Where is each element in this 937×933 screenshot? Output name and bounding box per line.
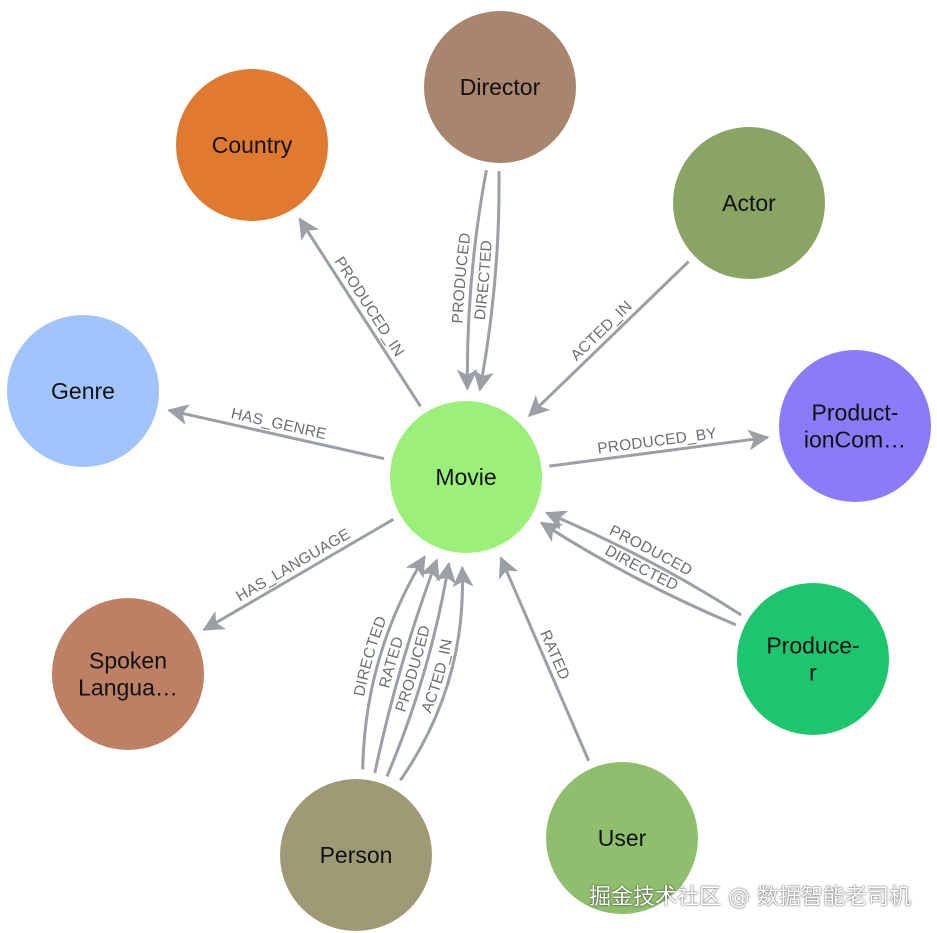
- node-circle[interactable]: [7, 315, 159, 467]
- node-circle[interactable]: [737, 583, 889, 735]
- edge-line: [498, 556, 591, 762]
- edge-actor-acted-in-movie: ACTED_IN: [527, 260, 690, 418]
- edge-label-text: HAS_LANGUAGE: [233, 526, 353, 606]
- node-label: Movie: [435, 464, 496, 490]
- node-label: Langua…: [78, 675, 178, 701]
- edge-line: [373, 558, 440, 774]
- edge-label: PRODUCED_IN: [331, 254, 408, 360]
- node-prodco[interactable]: Product-ionCom…: [779, 350, 931, 502]
- nodes-layer: MovieDirectorCountryActorGenreProduct-io…: [7, 11, 931, 931]
- node-label: Person: [320, 842, 393, 868]
- edge-line: [539, 521, 737, 627]
- edge-line: [456, 169, 488, 391]
- node-circle[interactable]: [673, 127, 825, 279]
- node-circle[interactable]: [546, 762, 698, 914]
- edge-director-directed-movie: DIRECTED: [472, 171, 501, 392]
- edge-line: [544, 510, 743, 617]
- node-circle[interactable]: [176, 69, 328, 221]
- node-circle[interactable]: [779, 350, 931, 502]
- node-label: Director: [460, 74, 541, 100]
- node-label: Produce-: [766, 633, 859, 659]
- node-label: Spoken: [89, 648, 167, 674]
- edge-label: DIRECTED: [472, 240, 496, 321]
- node-label: Actor: [722, 190, 776, 216]
- edge-label-text: PRODUCED_IN: [331, 254, 407, 360]
- edge-label: HAS_LANGUAGE: [233, 526, 353, 606]
- edge-line: [202, 518, 395, 631]
- edge-movie-has-genre-genre: HAS_GENRE: [167, 404, 385, 461]
- node-spoken[interactable]: SpokenLangua…: [52, 598, 204, 750]
- node-label: Product-: [812, 400, 899, 426]
- edge-user-rated-movie: RATED: [498, 556, 591, 762]
- edge-movie-produced-in-country: PRODUCED_IN: [298, 217, 422, 408]
- node-label: Country: [212, 132, 293, 158]
- node-movie[interactable]: Movie: [390, 401, 542, 553]
- edge-movie-has-language-spoken: HAS_LANGUAGE: [202, 518, 395, 631]
- node-genre[interactable]: Genre: [7, 315, 159, 467]
- node-label: Genre: [51, 378, 115, 404]
- edge-movie-produced-by-prodco: PRODUCED_BY: [549, 425, 770, 468]
- node-director[interactable]: Director: [424, 11, 576, 163]
- node-actor[interactable]: Actor: [673, 127, 825, 279]
- edge-label-text: DIRECTED: [472, 240, 496, 321]
- node-person[interactable]: Person: [280, 779, 432, 931]
- edge-line: [399, 565, 474, 782]
- node-circle[interactable]: [424, 11, 576, 163]
- node-label: r: [809, 660, 817, 686]
- node-circle[interactable]: [280, 779, 432, 931]
- edge-line: [167, 404, 385, 461]
- node-producer[interactable]: Produce-r: [737, 583, 889, 735]
- edge-label-text: HAS_GENRE: [229, 405, 328, 443]
- watermark-text: 掘金技术社区 @ 数据智能老司机: [589, 885, 911, 910]
- edge-line: [549, 429, 770, 468]
- node-country[interactable]: Country: [176, 69, 328, 221]
- edge-label: HAS_GENRE: [229, 405, 328, 443]
- node-circle[interactable]: [52, 598, 204, 750]
- edge-line: [385, 561, 457, 778]
- node-circle[interactable]: [390, 401, 542, 553]
- edge-label-text: ACTED_IN: [568, 298, 636, 365]
- edge-line: [298, 217, 422, 408]
- node-label: User: [598, 825, 647, 851]
- node-label: ionCom…: [804, 427, 906, 453]
- edge-line: [527, 260, 690, 418]
- edge-label: ACTED_IN: [568, 298, 636, 365]
- edge-line: [473, 171, 501, 392]
- node-user[interactable]: User: [546, 762, 698, 914]
- edge-line: [361, 555, 426, 770]
